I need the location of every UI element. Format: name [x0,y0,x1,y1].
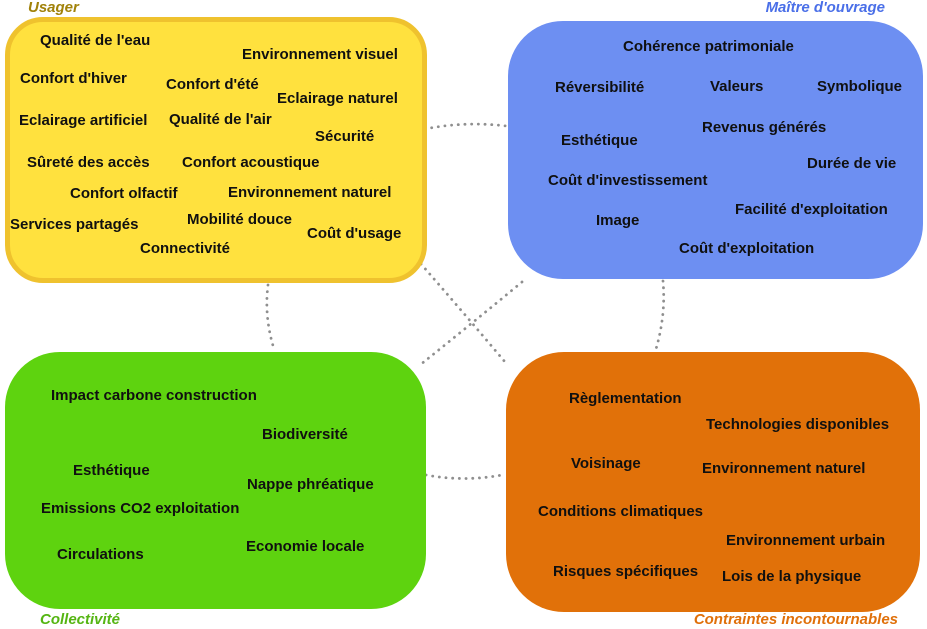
connector-usager-moa [423,122,508,131]
connector-moa-contraintes [654,279,666,351]
criterion-label: Environnement naturel [228,184,392,201]
criterion-label: Sécurité [315,128,375,145]
group-title-usager: Usager [28,0,79,16]
criterion-label: Mobilité douce [187,211,292,228]
criterion-label: Emissions CO2 exploitation [41,500,240,517]
criterion-label: Confort acoustique [182,154,320,171]
criterion-label: Risques spécifiques [553,563,699,580]
group-box-usager: Qualité de l'eau Environnement visuel Co… [5,17,427,283]
criterion-label: Esthétique [561,132,638,149]
criterion-label: Esthétique [73,462,150,479]
criterion-label: Environnement urbain [726,532,886,549]
group-box-maitre-ouvrage: Cohérence patrimoniale Réversibilité Val… [508,21,923,279]
criterion-label: Revenus générés [702,119,827,136]
group-box-contraintes: Règlementation Technologies disponibles … [506,352,920,612]
criterion-label: Environnement visuel [242,46,398,63]
criterion-label: Valeurs [710,78,764,95]
criterion-label: Cohérence patrimoniale [623,38,794,55]
criterion-label: Qualité de l'eau [40,32,151,49]
criterion-label: Coût d'usage [307,225,402,242]
connector-collectivite-contraintes [424,473,504,480]
criterion-label: Services partagés [10,216,139,233]
criterion-label: Eclairage naturel [277,90,398,107]
criterion-label: Image [596,212,640,229]
criterion-label: Biodiversité [262,426,348,443]
criterion-label: Confort olfactif [70,185,178,202]
group-box-collectivite: Impact carbone construction Biodiversité… [5,352,426,609]
group-title-contraintes: Contraintes incontournables [693,611,898,628]
connector-usager-contraintes [419,262,507,364]
group-title-maitre-ouvrage: Maître d'ouvrage [765,0,885,16]
criterion-label: Symbolique [817,78,903,95]
criterion-label: Impact carbone construction [51,387,257,404]
criterion-label: Confort d'été [166,76,259,93]
criterion-label: Conditions climatiques [538,503,704,520]
criterion-label: Durée de vie [807,155,897,172]
criterion-label: Coût d'investissement [548,172,708,189]
connector-usager-collectivite [265,283,276,351]
criterion-label: Confort d'hiver [20,70,127,87]
criterion-label: Environnement naturel [702,460,866,477]
criterion-label: Technologies disponibles [706,416,890,433]
criterion-label: Nappe phréatique [247,476,374,493]
criterion-label: Connectivité [140,240,231,257]
group-title-collectivite: Collectivité [40,611,121,628]
criterion-label: Réversibilité [555,79,645,96]
criterion-label: Coût d'exploitation [679,240,815,257]
criterion-label: Economie locale [246,538,365,555]
criterion-label: Règlementation [569,390,682,407]
criterion-label: Sûreté des accès [27,154,150,171]
criterion-label: Circulations [57,546,144,563]
criterion-label: Facilité d'exploitation [735,201,888,218]
criterion-label: Lois de la physique [722,568,862,585]
criterion-label: Eclairage artificiel [19,112,148,129]
connector-moa-collectivite [418,280,524,367]
criterion-label: Voisinage [571,455,641,472]
criterion-label: Qualité de l'air [169,111,272,128]
